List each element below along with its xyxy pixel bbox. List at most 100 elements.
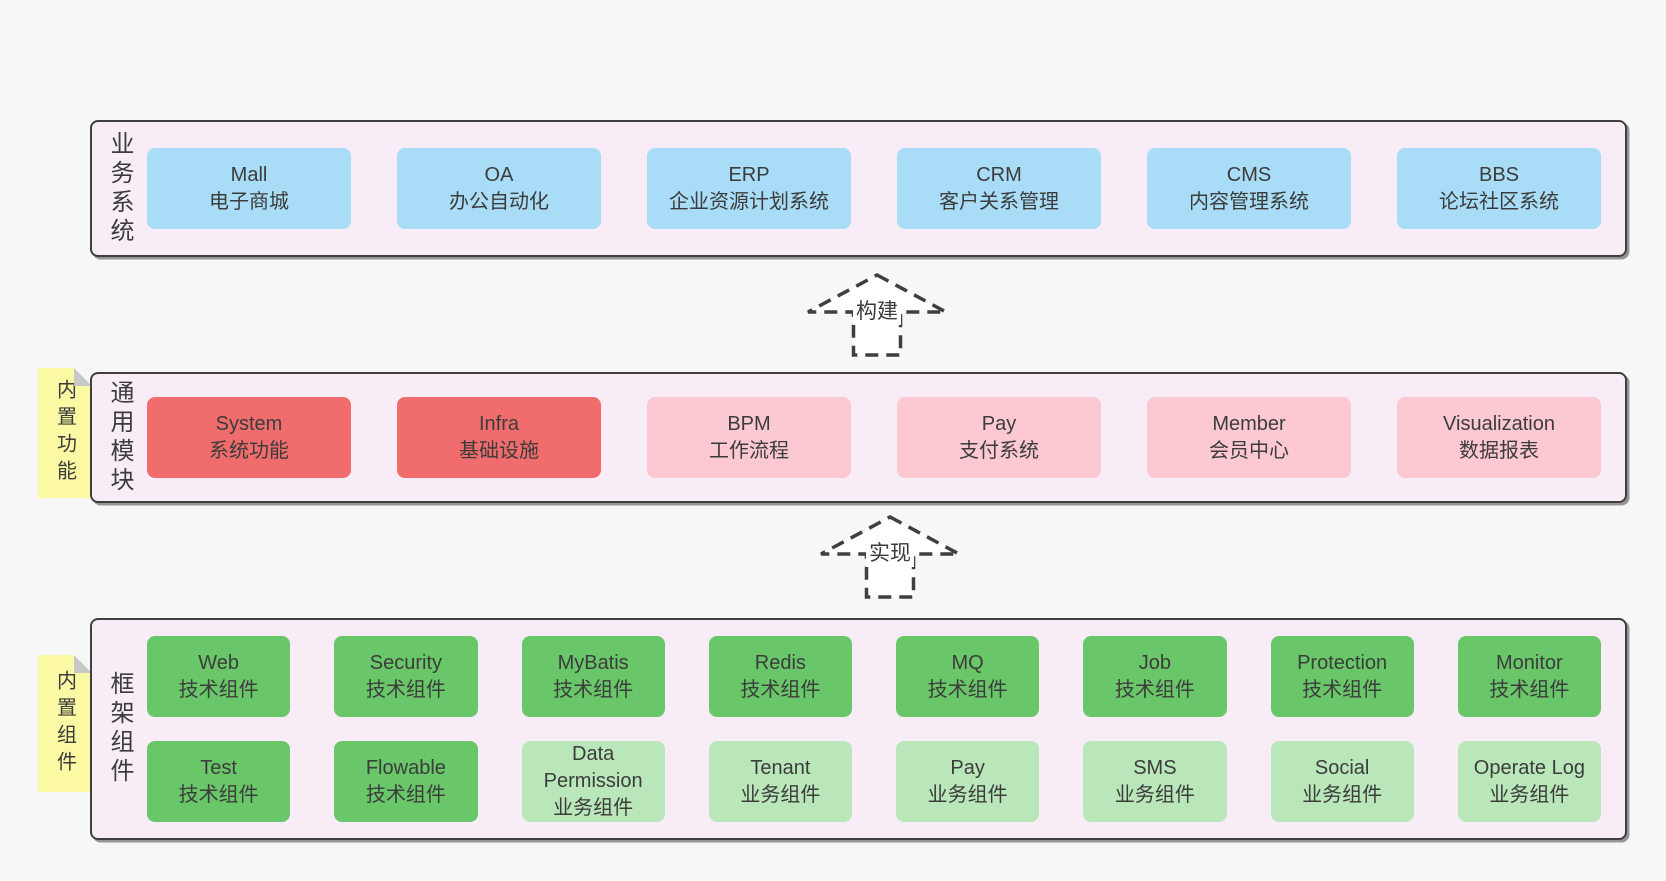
component-name: MQ — [951, 651, 984, 674]
module-name: System — [215, 412, 283, 435]
module-box-mall: Mall 电子商城 — [147, 148, 351, 229]
module-name: ERP — [728, 163, 770, 186]
module-box-erp: ERP 企业资源计划系统 — [647, 148, 851, 229]
component-box-data-permission: Data Permission 业务组件 — [521, 741, 665, 822]
module-box-crm: CRM 客户关系管理 — [897, 148, 1101, 229]
component-name: Tenant — [750, 756, 811, 779]
module-box-member: Member 会员中心 — [1147, 397, 1351, 478]
module-subtitle: 客户关系管理 — [939, 190, 1059, 213]
component-name: Web — [198, 651, 239, 674]
module-name: Pay — [981, 412, 1017, 435]
module-box-infra: Infra 基础设施 — [397, 397, 601, 478]
component-name: Job — [1138, 651, 1171, 674]
component-subtitle: 技术组件 — [1302, 678, 1383, 701]
module-box-bpm: BPM 工作流程 — [647, 397, 851, 478]
band-framework-components: 框架组件 Web 技术组件 Security 技术组件 MyBatis 技术组件… — [90, 618, 1627, 840]
component-box-security: Security 技术组件 — [334, 636, 478, 717]
sticky-note-label: 内置组件 — [53, 669, 76, 778]
component-name: Protection — [1297, 651, 1388, 674]
component-subtitle: 技术组件 — [365, 783, 446, 806]
component-box-protection: Protection 技术组件 — [1270, 636, 1414, 717]
module-name: BBS — [1478, 163, 1520, 186]
component-box-job: Job 技术组件 — [1083, 636, 1227, 717]
sticky-note-label: 内置功能 — [53, 379, 76, 487]
band-label-business-systems: 业务系统 — [106, 130, 133, 247]
framework-components-grid: Web 技术组件 Security 技术组件 MyBatis 技术组件 Redi… — [147, 620, 1625, 838]
module-box-system: System 系统功能 — [147, 397, 351, 478]
component-box-mybatis: MyBatis 技术组件 — [521, 636, 665, 717]
component-name: Social — [1314, 756, 1370, 779]
component-name: Flowable — [365, 756, 446, 779]
band-label-common-modules: 通用模块 — [106, 379, 133, 496]
component-box-mq: MQ 技术组件 — [896, 636, 1040, 717]
module-subtitle: 基础设施 — [459, 439, 539, 462]
module-subtitle: 办公自动化 — [449, 190, 549, 213]
component-box-test: Test 技术组件 — [147, 741, 291, 822]
component-box-flowable: Flowable 技术组件 — [334, 741, 478, 822]
component-box-operate-log: Operate Log 业务组件 — [1457, 741, 1601, 822]
component-subtitle: 技术组件 — [553, 678, 634, 701]
module-box-cms: CMS 内容管理系统 — [1147, 148, 1351, 229]
component-box-redis: Redis 技术组件 — [708, 636, 852, 717]
component-name: Redis — [754, 651, 806, 674]
component-subtitle: 技术组件 — [927, 678, 1008, 701]
module-name: CRM — [976, 163, 1022, 186]
component-name: Test — [200, 756, 237, 779]
component-subtitle: 业务组件 — [1114, 783, 1195, 806]
arrow-build: 构建 — [806, 273, 948, 357]
business-systems-grid: Mall 电子商城 OA 办公自动化 ERP 企业资源计划系统 CRM 客户关系… — [147, 122, 1625, 255]
module-subtitle: 论坛社区系统 — [1439, 190, 1559, 213]
module-name: Mall — [230, 163, 268, 186]
component-subtitle: 技术组件 — [1114, 678, 1195, 701]
component-box-monitor: Monitor 技术组件 — [1457, 636, 1601, 717]
module-subtitle: 支付系统 — [959, 439, 1039, 462]
module-subtitle: 数据报表 — [1459, 439, 1539, 462]
component-name: Security — [369, 651, 442, 674]
component-box-web: Web 技术组件 — [147, 636, 291, 717]
module-subtitle: 工作流程 — [709, 439, 789, 462]
module-name: Visualization — [1443, 412, 1555, 435]
component-name: Pay — [950, 756, 985, 779]
component-subtitle: 技术组件 — [178, 678, 259, 701]
module-name: OA — [484, 163, 514, 186]
sticky-note-builtin-components: 内置组件 — [38, 655, 92, 792]
component-subtitle: 业务组件 — [927, 783, 1008, 806]
component-subtitle: 业务组件 — [1302, 783, 1383, 806]
component-box-pay: Pay 业务组件 — [896, 741, 1040, 822]
module-name: CMS — [1226, 163, 1272, 186]
band-common-modules: 通用模块 System 系统功能 Infra 基础设施 BPM 工作流程 Pay… — [90, 372, 1627, 503]
module-box-oa: OA 办公自动化 — [397, 148, 601, 229]
component-name: Monitor — [1496, 651, 1563, 674]
common-modules-grid: System 系统功能 Infra 基础设施 BPM 工作流程 Pay 支付系统… — [147, 374, 1625, 501]
band-label-framework-components: 框架组件 — [106, 671, 133, 787]
component-subtitle: 技术组件 — [365, 678, 446, 701]
arrow-build-label: 构建 — [853, 295, 901, 325]
component-subtitle: 业务组件 — [1489, 783, 1570, 806]
component-box-sms: SMS 业务组件 — [1083, 741, 1227, 822]
component-name: SMS — [1133, 756, 1177, 779]
component-name: Operate Log — [1473, 756, 1585, 779]
module-name: Infra — [478, 412, 520, 435]
component-subtitle: 技术组件 — [740, 678, 821, 701]
component-subtitle: 业务组件 — [740, 783, 821, 806]
module-subtitle: 会员中心 — [1209, 439, 1289, 462]
component-subtitle: 技术组件 — [178, 783, 259, 806]
component-subtitle: 业务组件 — [553, 797, 634, 819]
module-subtitle: 系统功能 — [209, 439, 289, 462]
component-box-social: Social 业务组件 — [1270, 741, 1414, 822]
arrow-implement-label: 实现 — [866, 537, 914, 567]
component-subtitle: 技术组件 — [1489, 678, 1570, 701]
module-name: Member — [1212, 412, 1286, 435]
band-business-systems: 业务系统 Mall 电子商城 OA 办公自动化 ERP 企业资源计划系统 CRM… — [90, 120, 1627, 257]
component-name: Data Permission — [543, 743, 643, 792]
component-name: MyBatis — [557, 651, 629, 674]
module-box-pay: Pay 支付系统 — [897, 397, 1101, 478]
arrow-implement: 实现 — [819, 515, 961, 599]
module-box-bbs: BBS 论坛社区系统 — [1397, 148, 1601, 229]
sticky-note-builtin-features: 内置功能 — [38, 368, 92, 498]
module-subtitle: 电子商城 — [209, 190, 289, 213]
module-box-visualization: Visualization 数据报表 — [1397, 397, 1601, 478]
component-box-tenant: Tenant 业务组件 — [708, 741, 852, 822]
module-subtitle: 企业资源计划系统 — [669, 190, 829, 213]
